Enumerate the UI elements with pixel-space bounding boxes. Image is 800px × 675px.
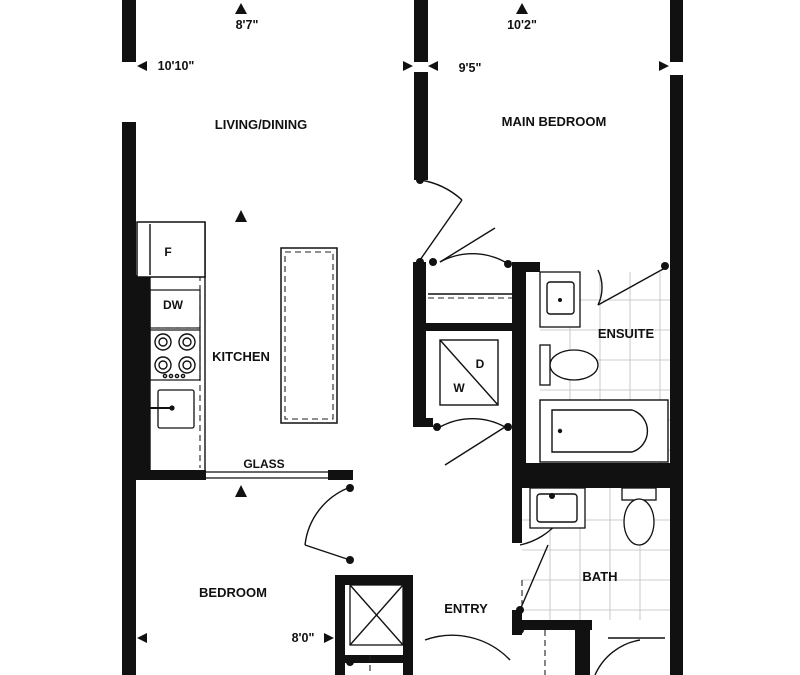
- entry-closet: [349, 584, 404, 646]
- doors: [304, 179, 666, 675]
- laundry-door: [444, 426, 506, 466]
- laundry-shelf: [428, 293, 512, 299]
- washer-dryer: [439, 339, 499, 406]
- living-width-arrow-right-icon: [403, 61, 413, 71]
- ensuite-vanity: [539, 271, 581, 328]
- main-bedroom-depth-dimension: 10'2": [507, 18, 537, 32]
- bedroom-label: BEDROOM: [199, 585, 267, 600]
- dishwasher-label: DW: [163, 298, 184, 312]
- living-width-arrow-left-icon: [137, 61, 147, 71]
- living-depth-arrow-icon: [235, 3, 247, 14]
- main-bedroom-width-arrow-left-icon: [428, 61, 438, 71]
- cooktop: [149, 329, 201, 381]
- ensuite-toilet: [539, 344, 599, 386]
- fridge-label: F: [164, 245, 171, 259]
- bedroom-door: [304, 544, 351, 561]
- bath-vanity: [529, 487, 586, 529]
- door-hinges: [346, 176, 669, 666]
- ensuite-bathtub: [539, 399, 669, 463]
- main-bedroom-door: [419, 199, 463, 261]
- labels: 8'7" 10'2" 10'10" 9'5" LIVING/DINING MAI…: [158, 18, 655, 645]
- ensuite-shower-door: [597, 267, 666, 306]
- fridge: [136, 221, 206, 278]
- entry-closet-right: [369, 630, 546, 675]
- bath-door: [519, 544, 549, 611]
- ensuite-label: ENSUITE: [598, 326, 655, 341]
- ensuite-door: [439, 227, 496, 263]
- bedroom-width-arrow-left-icon: [137, 633, 147, 643]
- glass-label: GLASS: [243, 457, 284, 471]
- dimension-markers: [137, 3, 669, 643]
- glass-marker-icon: [235, 485, 247, 497]
- glass-partition: [206, 471, 330, 479]
- bedroom-width-arrow-right-icon: [324, 633, 334, 643]
- living-width-dimension: 10'10": [158, 59, 195, 73]
- entry-label: ENTRY: [444, 601, 488, 616]
- main-bedroom-width-dimension: 9'5": [459, 61, 482, 75]
- dishwasher: [149, 289, 201, 329]
- living-dining-label: LIVING/DINING: [215, 117, 307, 132]
- walls: [122, 0, 683, 675]
- kitchen-sink: [150, 389, 195, 429]
- main-bedroom-width-arrow-right-icon: [659, 61, 669, 71]
- washer-label: W: [453, 381, 465, 395]
- bedroom-width-dimension: 8'0": [292, 631, 315, 645]
- kitchen-island: [280, 247, 338, 424]
- dryer-label: D: [476, 357, 485, 371]
- living-ceiling-marker-icon: [235, 210, 247, 222]
- bath-toilet: [621, 487, 657, 546]
- main-bedroom-depth-arrow-icon: [516, 3, 528, 14]
- main-bedroom-door-swing: [419, 179, 463, 201]
- main-bedroom-label: MAIN BEDROOM: [502, 114, 607, 129]
- bath-label: BATH: [582, 569, 617, 584]
- kitchen-label: KITCHEN: [212, 349, 270, 364]
- living-depth-dimension: 8'7": [236, 18, 259, 32]
